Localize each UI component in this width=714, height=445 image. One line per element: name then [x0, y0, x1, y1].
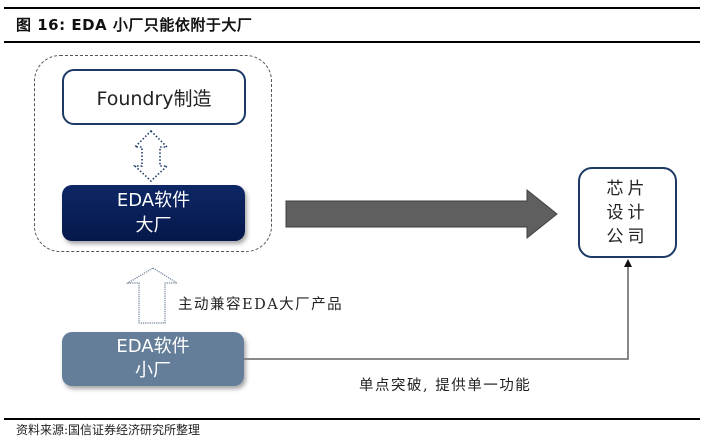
figure-title: 图 16: EDA 小厂只能依附于大厂 — [16, 16, 253, 34]
single-point-label: 单点突破, 提供单一功能 — [359, 378, 532, 394]
top-rule — [4, 7, 700, 9]
eda-small-line2: 小厂 — [135, 360, 171, 381]
eda-small-line1: EDA软件 — [116, 336, 190, 357]
single-point-connector — [244, 266, 629, 360]
connector-arrowhead-icon — [624, 259, 632, 267]
source-note: 资料来源:国信证券经济研究所整理 — [16, 423, 201, 437]
foundry-label: Foundry制造 — [96, 87, 212, 110]
foundry-node: Foundry制造 — [62, 69, 246, 125]
eda-big-vendor-node: EDA软件 大厂 — [62, 185, 245, 241]
chip-design-company-node: 芯片 设计 公司 — [578, 167, 677, 258]
main-flow-arrow-icon — [285, 188, 558, 240]
bottom-rule — [4, 418, 700, 420]
chip-line3: 公司 — [606, 226, 649, 247]
eda-big-line1: EDA软件 — [116, 190, 191, 211]
chip-line1: 芯片 — [606, 178, 649, 199]
eda-big-line2: 大厂 — [135, 215, 172, 236]
big-vendor-group — [34, 55, 272, 252]
chip-line2: 设计 — [606, 202, 649, 223]
eda-small-vendor-node: EDA软件 小厂 — [62, 332, 244, 386]
bidirectional-dotted-arrow-icon — [132, 129, 170, 183]
compat-label: 主动兼容EDA大厂产品 — [178, 297, 344, 313]
compat-up-arrow-icon — [125, 267, 180, 324]
title-underline — [4, 41, 700, 43]
